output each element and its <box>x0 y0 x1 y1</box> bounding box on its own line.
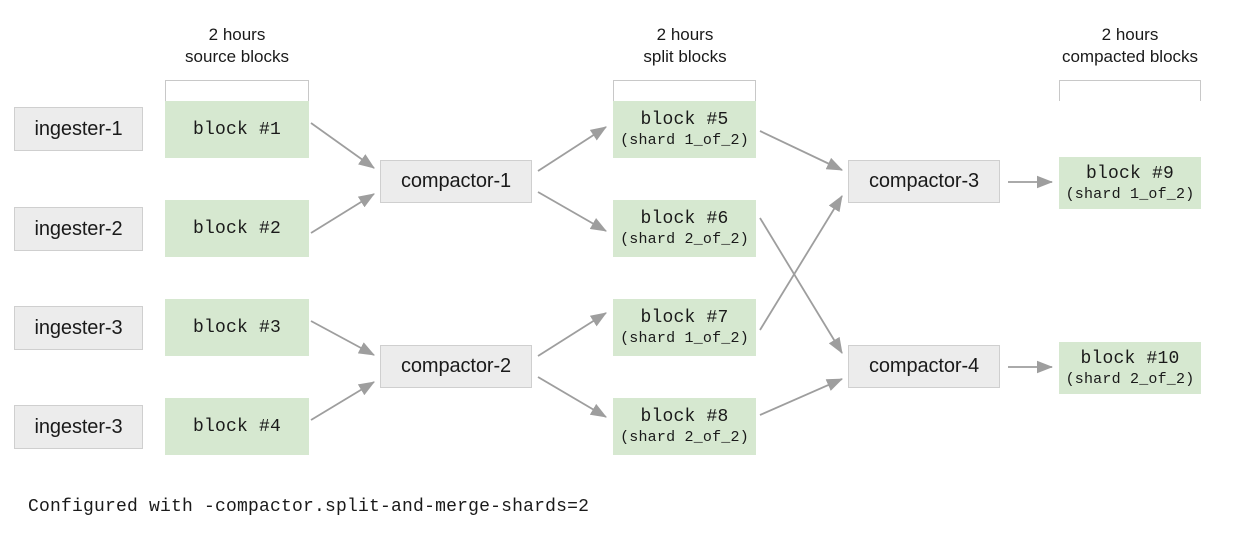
compacted-block-block-9[interactable]: block #9(shard 1_of_2) <box>1059 157 1201 209</box>
source-block-block-4[interactable]: block #4 <box>165 398 309 455</box>
split-block-block-6[interactable]: block #6 (shard 2_of_2) <box>613 200 756 257</box>
source-block-block-3[interactable]: block #3 <box>165 299 309 356</box>
block-title: block #8 <box>640 407 729 427</box>
split-block-block-5[interactable]: block #5 (shard 1_of_2) <box>613 101 756 158</box>
ingester-ingester-1[interactable]: ingester-1 <box>14 107 143 151</box>
source-block-block-1[interactable]: block #1 <box>165 101 309 158</box>
arrow-block3-to-compactor2 <box>310 320 375 356</box>
bracket-kind: source blocks <box>185 47 289 66</box>
compactor-compactor-2[interactable]: compactor-2 <box>380 345 532 388</box>
time-range-bracket-split <box>613 80 756 101</box>
source-block-block-2[interactable]: block #2 <box>165 200 309 257</box>
ingester-label: ingester-2 <box>34 217 123 240</box>
block-title: block #2 <box>192 218 281 239</box>
compactor-compactor-1[interactable]: compactor-1 <box>380 160 532 203</box>
compactor-compactor-4[interactable]: compactor-4 <box>848 345 1000 388</box>
block-shard-label: (shard 2_of_2) <box>1065 370 1195 388</box>
ingester-label: ingester-3 <box>34 415 123 438</box>
ingester-label: ingester-3 <box>34 316 123 339</box>
block-shard-label: (shard 1_of_2) <box>620 330 749 347</box>
ingester-ingester-3b[interactable]: ingester-3 <box>14 405 143 449</box>
arrow-compactor1-to-block5 <box>537 126 607 172</box>
arrow-block1-to-compactor1 <box>310 122 375 169</box>
block-shard-label: (shard 2_of_2) <box>620 429 749 446</box>
compacted-block-block-10[interactable]: block #10(shard 2_of_2) <box>1059 342 1201 394</box>
arrow-block2-to-compactor1 <box>310 193 375 234</box>
split-block-block-8[interactable]: block #8 (shard 2_of_2) <box>613 398 756 455</box>
arrow-compactor2-to-block8 <box>537 376 607 418</box>
compactor-label: compactor-1 <box>400 170 512 192</box>
arrow-block4-to-compactor2 <box>310 381 375 421</box>
block-title: block #6 <box>640 209 729 229</box>
block-title: block #4 <box>192 416 281 437</box>
block-title: block #1 <box>192 119 281 140</box>
bracket-duration: 2 hours <box>208 25 266 44</box>
ingester-label: ingester-1 <box>34 117 123 140</box>
block-title: block #5 <box>640 110 729 130</box>
time-range-bracket-compacted <box>1059 80 1201 101</box>
bracket-label-source: 2 hours source blocks <box>145 24 329 68</box>
block-title: block #3 <box>192 317 281 338</box>
block-title: block #7 <box>640 308 729 328</box>
block-shard-label: (shard 1_of_2) <box>1065 185 1195 203</box>
arrow-block6-to-compactor4 <box>759 217 843 354</box>
split-block-block-7[interactable]: block #7 (shard 1_of_2) <box>613 299 756 356</box>
arrow-block7-to-compactor3 <box>759 195 843 331</box>
bracket-kind: compacted blocks <box>1061 47 1199 66</box>
diagram-caption: Configured with -compactor.split-and-mer… <box>28 497 590 517</box>
arrow-block8-to-compactor4 <box>759 378 843 416</box>
block-title: block #9 <box>1085 163 1174 184</box>
block-shard-label: (shard 1_of_2) <box>620 132 749 149</box>
bracket-kind: split blocks <box>643 47 727 66</box>
compactor-label: compactor-3 <box>868 170 980 192</box>
ingester-ingester-2[interactable]: ingester-2 <box>14 207 143 251</box>
compactor-label: compactor-2 <box>400 355 512 377</box>
arrow-compactor1-to-block6 <box>537 191 607 232</box>
bracket-duration: 2 hours <box>1101 25 1159 44</box>
compactor-label: compactor-4 <box>868 355 980 377</box>
block-shard-label: (shard 2_of_2) <box>620 231 749 248</box>
arrow-block5-to-compactor3 <box>759 130 843 171</box>
block-title: block #10 <box>1080 348 1180 369</box>
bracket-label-compacted: 2 hours compacted blocks <box>1038 24 1222 68</box>
ingester-ingester-3a[interactable]: ingester-3 <box>14 306 143 350</box>
bracket-label-split: 2 hours split blocks <box>593 24 777 68</box>
compactor-compactor-3[interactable]: compactor-3 <box>848 160 1000 203</box>
bracket-duration: 2 hours <box>656 25 714 44</box>
time-range-bracket-source <box>165 80 309 101</box>
arrow-compactor2-to-block7 <box>537 312 607 357</box>
